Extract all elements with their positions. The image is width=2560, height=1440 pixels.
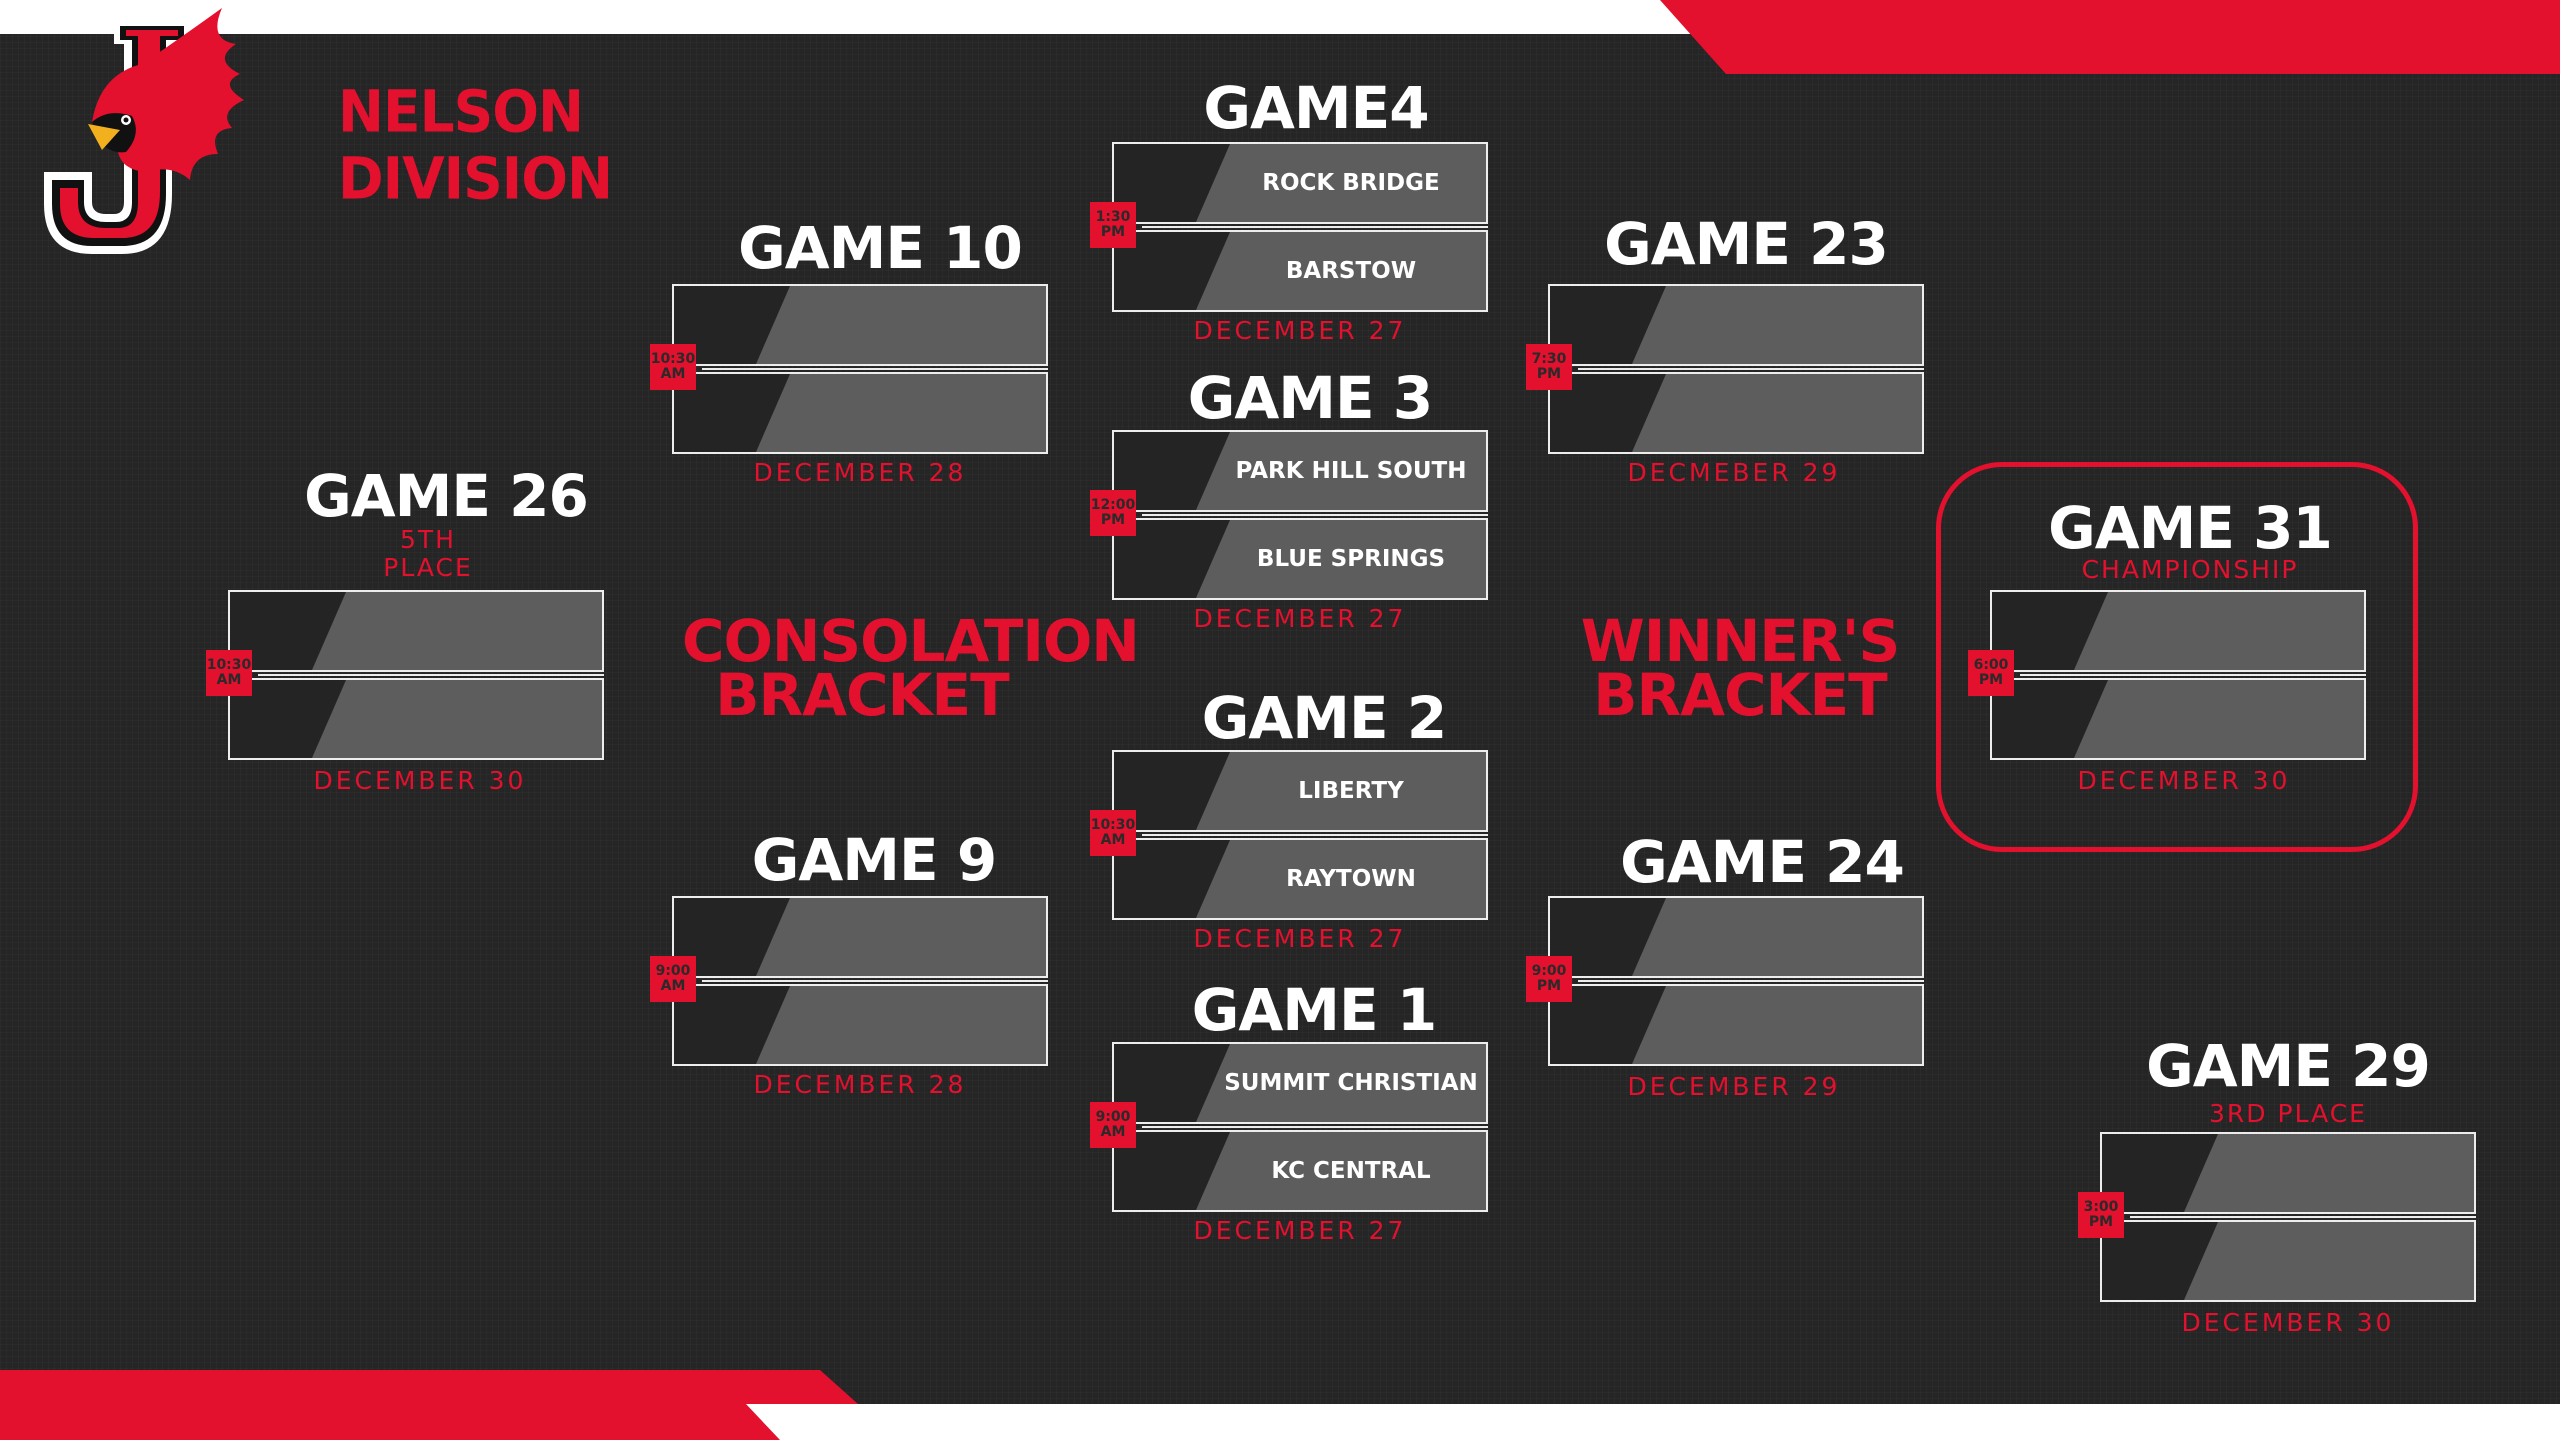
team-name xyxy=(2094,680,2364,758)
game-4-date: DECEMBER 27 xyxy=(1193,316,1407,345)
team-name xyxy=(332,680,602,758)
team-slot: LIBERTY xyxy=(1112,750,1488,832)
team-slot: BLUE SPRINGS xyxy=(1112,518,1488,600)
game-29-subtitle: 3RD PLACE xyxy=(2209,1099,2367,1128)
game-2-date: DECEMBER 27 xyxy=(1193,924,1407,953)
game-3-title: GAME 3 xyxy=(1187,364,1433,432)
team-name xyxy=(1652,374,1922,452)
team-slot: RAYTOWN xyxy=(1112,838,1488,920)
team-slot xyxy=(672,372,1048,454)
team-name xyxy=(2204,1134,2474,1212)
team-slot xyxy=(1990,590,2366,672)
team-slot xyxy=(1548,372,1924,454)
team-slot xyxy=(1548,984,1924,1066)
game-4-title: GAME4 xyxy=(1203,74,1429,142)
team-slot: PARK HILL SOUTH xyxy=(1112,430,1488,512)
team-slot xyxy=(228,678,604,760)
game-1-title: GAME 1 xyxy=(1191,976,1437,1044)
team-slot xyxy=(1548,896,1924,978)
team-name xyxy=(1652,986,1922,1064)
game-23-date: DECMEBER 29 xyxy=(1627,458,1841,487)
team-name xyxy=(1652,286,1922,364)
game-31-subtitle: CHAMPIONSHIP xyxy=(2081,555,2299,584)
team-slot: SUMMIT CHRISTIAN xyxy=(1112,1042,1488,1124)
game-29-date: DECEMBER 30 xyxy=(2181,1308,2395,1337)
game-9-title: GAME 9 xyxy=(751,826,997,894)
game-10-title: GAME 10 xyxy=(738,214,1023,282)
team-name: LIBERTY xyxy=(1298,778,1404,804)
team-name xyxy=(1652,898,1922,976)
team-slot xyxy=(2100,1132,2476,1214)
team-name xyxy=(776,286,1046,364)
game-26-title: GAME 26 xyxy=(304,462,589,530)
team-name: RAYTOWN xyxy=(1286,866,1416,892)
game-23-title: GAME 23 xyxy=(1604,210,1889,278)
team-slot xyxy=(1548,284,1924,366)
team-slot xyxy=(672,896,1048,978)
team-slot xyxy=(2100,1220,2476,1302)
game-29-title: GAME 29 xyxy=(2146,1032,2431,1100)
team-name xyxy=(776,986,1046,1064)
game-10-date: DECEMBER 28 xyxy=(753,458,967,487)
championship-frame xyxy=(1936,462,2418,852)
team-name: BLUE SPRINGS xyxy=(1256,546,1446,572)
team-slot xyxy=(672,984,1048,1066)
team-slot xyxy=(228,590,604,672)
team-slot: BARSTOW xyxy=(1112,230,1488,312)
game-26-date: DECEMBER 30 xyxy=(313,766,527,795)
game-24-title: GAME 24 xyxy=(1620,828,1905,896)
team-name: KC CENTRAL xyxy=(1271,1158,1431,1184)
team-slot xyxy=(1990,678,2366,760)
team-name: SUMMIT CHRISTIAN xyxy=(1224,1070,1478,1096)
game-31-title: GAME 31 xyxy=(2048,494,2333,562)
team-name: PARK HILL SOUTH xyxy=(1235,458,1467,484)
team-name: ROCK BRIDGE xyxy=(1262,170,1440,196)
team-name xyxy=(776,374,1046,452)
team-name xyxy=(2094,592,2364,670)
team-slot: ROCK BRIDGE xyxy=(1112,142,1488,224)
team-slot xyxy=(672,284,1048,366)
top-red-band xyxy=(1660,0,2560,74)
game-31-date: DECEMBER 30 xyxy=(2077,766,2291,795)
team-name xyxy=(332,592,602,670)
team-name xyxy=(776,898,1046,976)
game-3-date: DECEMBER 27 xyxy=(1193,604,1407,633)
team-name: BARSTOW xyxy=(1285,258,1417,284)
game-1-date: DECEMBER 27 xyxy=(1193,1216,1407,1245)
team-name xyxy=(2204,1222,2474,1300)
game-2-title: GAME 2 xyxy=(1201,684,1447,752)
cardinal-logo-icon xyxy=(44,8,244,254)
game-24-date: DECEMBER 29 xyxy=(1627,1072,1841,1101)
division-title: NELSON DIVISION xyxy=(338,78,613,213)
bottom-red-band xyxy=(0,1370,858,1440)
team-slot: KC CENTRAL xyxy=(1112,1130,1488,1212)
game-9-date: DECEMBER 28 xyxy=(753,1070,967,1099)
